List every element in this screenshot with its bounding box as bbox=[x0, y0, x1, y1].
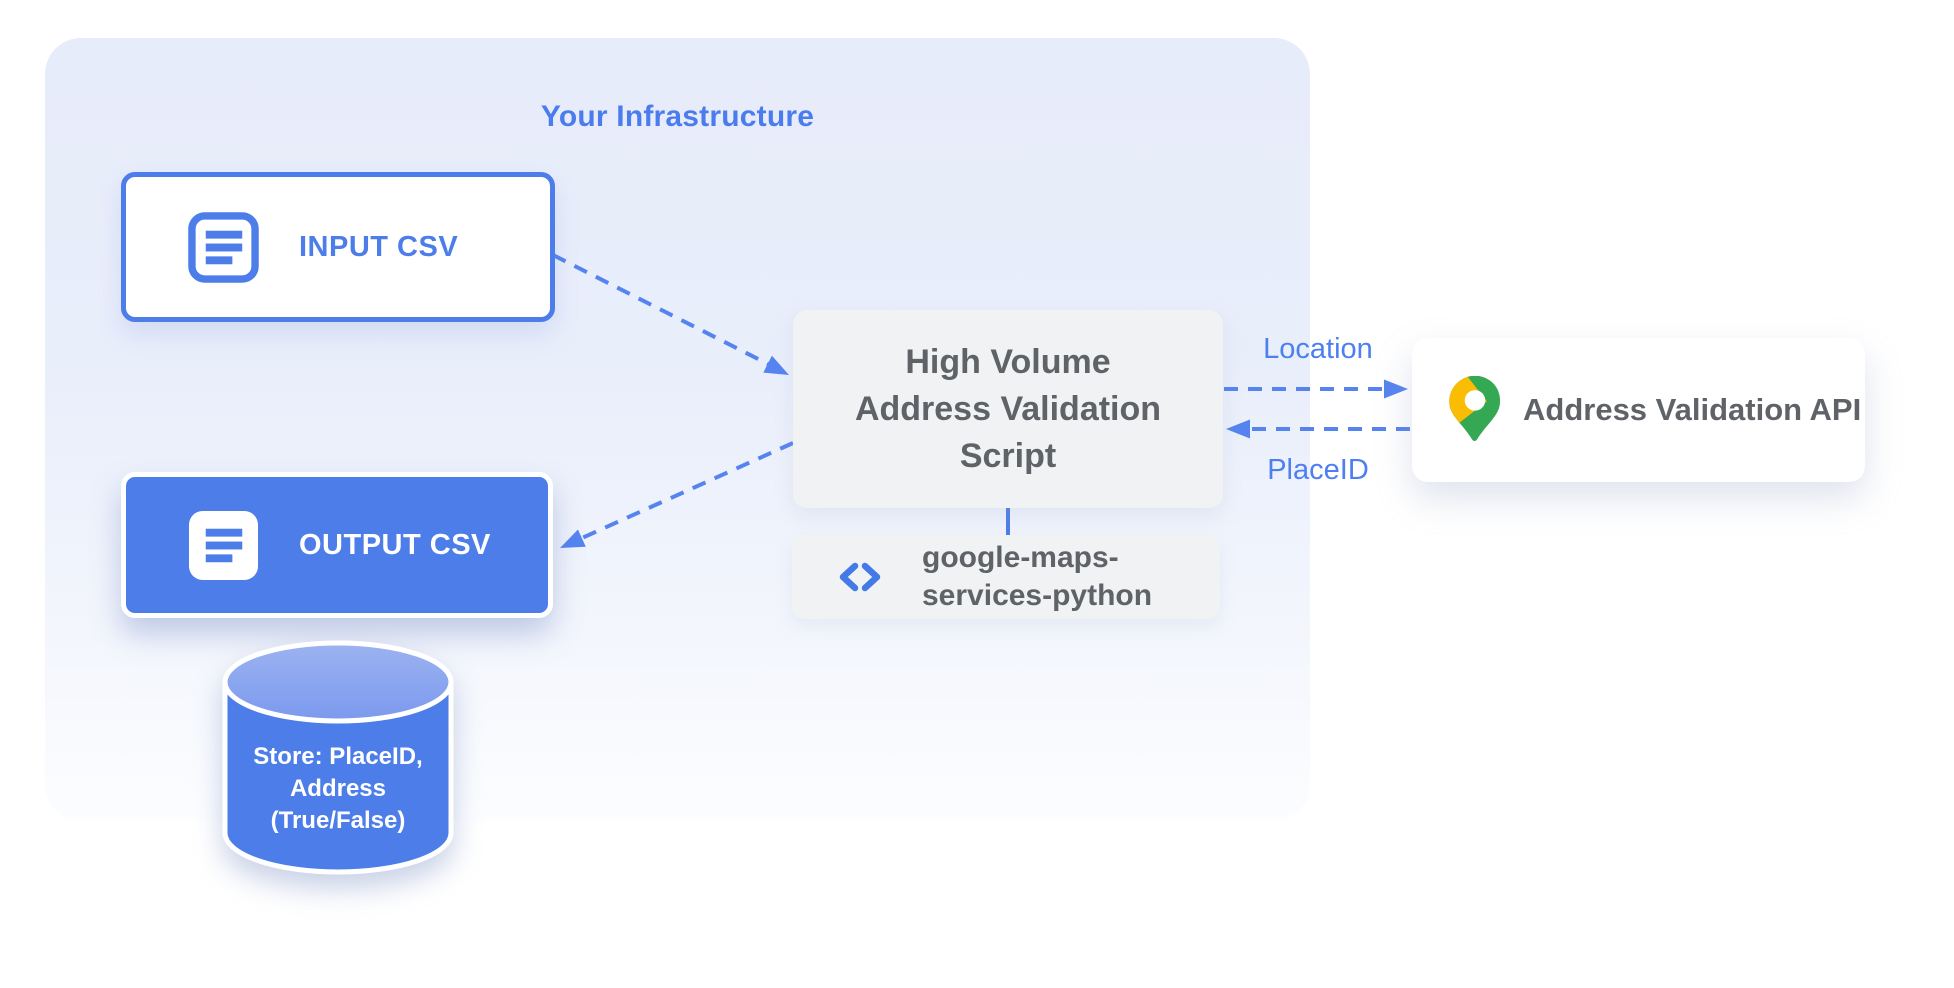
input-csv-label: INPUT CSV bbox=[299, 230, 459, 263]
node-api: Address Validation API bbox=[1412, 338, 1865, 482]
google-maps-pin-icon bbox=[1449, 375, 1501, 441]
infrastructure-title: Your Infrastructure bbox=[540, 100, 815, 133]
csv-document-icon bbox=[188, 211, 259, 283]
database-cylinder-icon bbox=[222, 640, 454, 875]
edge-label-placeid: PlaceID bbox=[1267, 454, 1369, 486]
script-label-line: Script bbox=[959, 436, 1057, 475]
script-label-line: High Volume bbox=[905, 342, 1111, 381]
edge-label-location: Location bbox=[1263, 333, 1373, 365]
csv-document-icon bbox=[188, 510, 259, 580]
node-datastore: Store: PlaceID, Address (True/False) bbox=[218, 637, 458, 877]
node-script: High Volume Address Validation Script bbox=[793, 310, 1223, 508]
datastore-label: Store: PlaceID, Address (True/False) bbox=[253, 743, 423, 834]
api-label: Address Validation API bbox=[1523, 392, 1862, 427]
node-input-csv: INPUT CSV bbox=[121, 172, 555, 322]
code-brackets-icon bbox=[839, 562, 881, 592]
script-label-line: Address Validation bbox=[854, 389, 1162, 428]
node-library: google-maps- services-python bbox=[792, 535, 1220, 619]
output-csv-label: OUTPUT CSV bbox=[299, 528, 491, 561]
library-label: google-maps- services-python bbox=[922, 541, 1153, 612]
node-output-csv: OUTPUT CSV bbox=[121, 472, 553, 618]
